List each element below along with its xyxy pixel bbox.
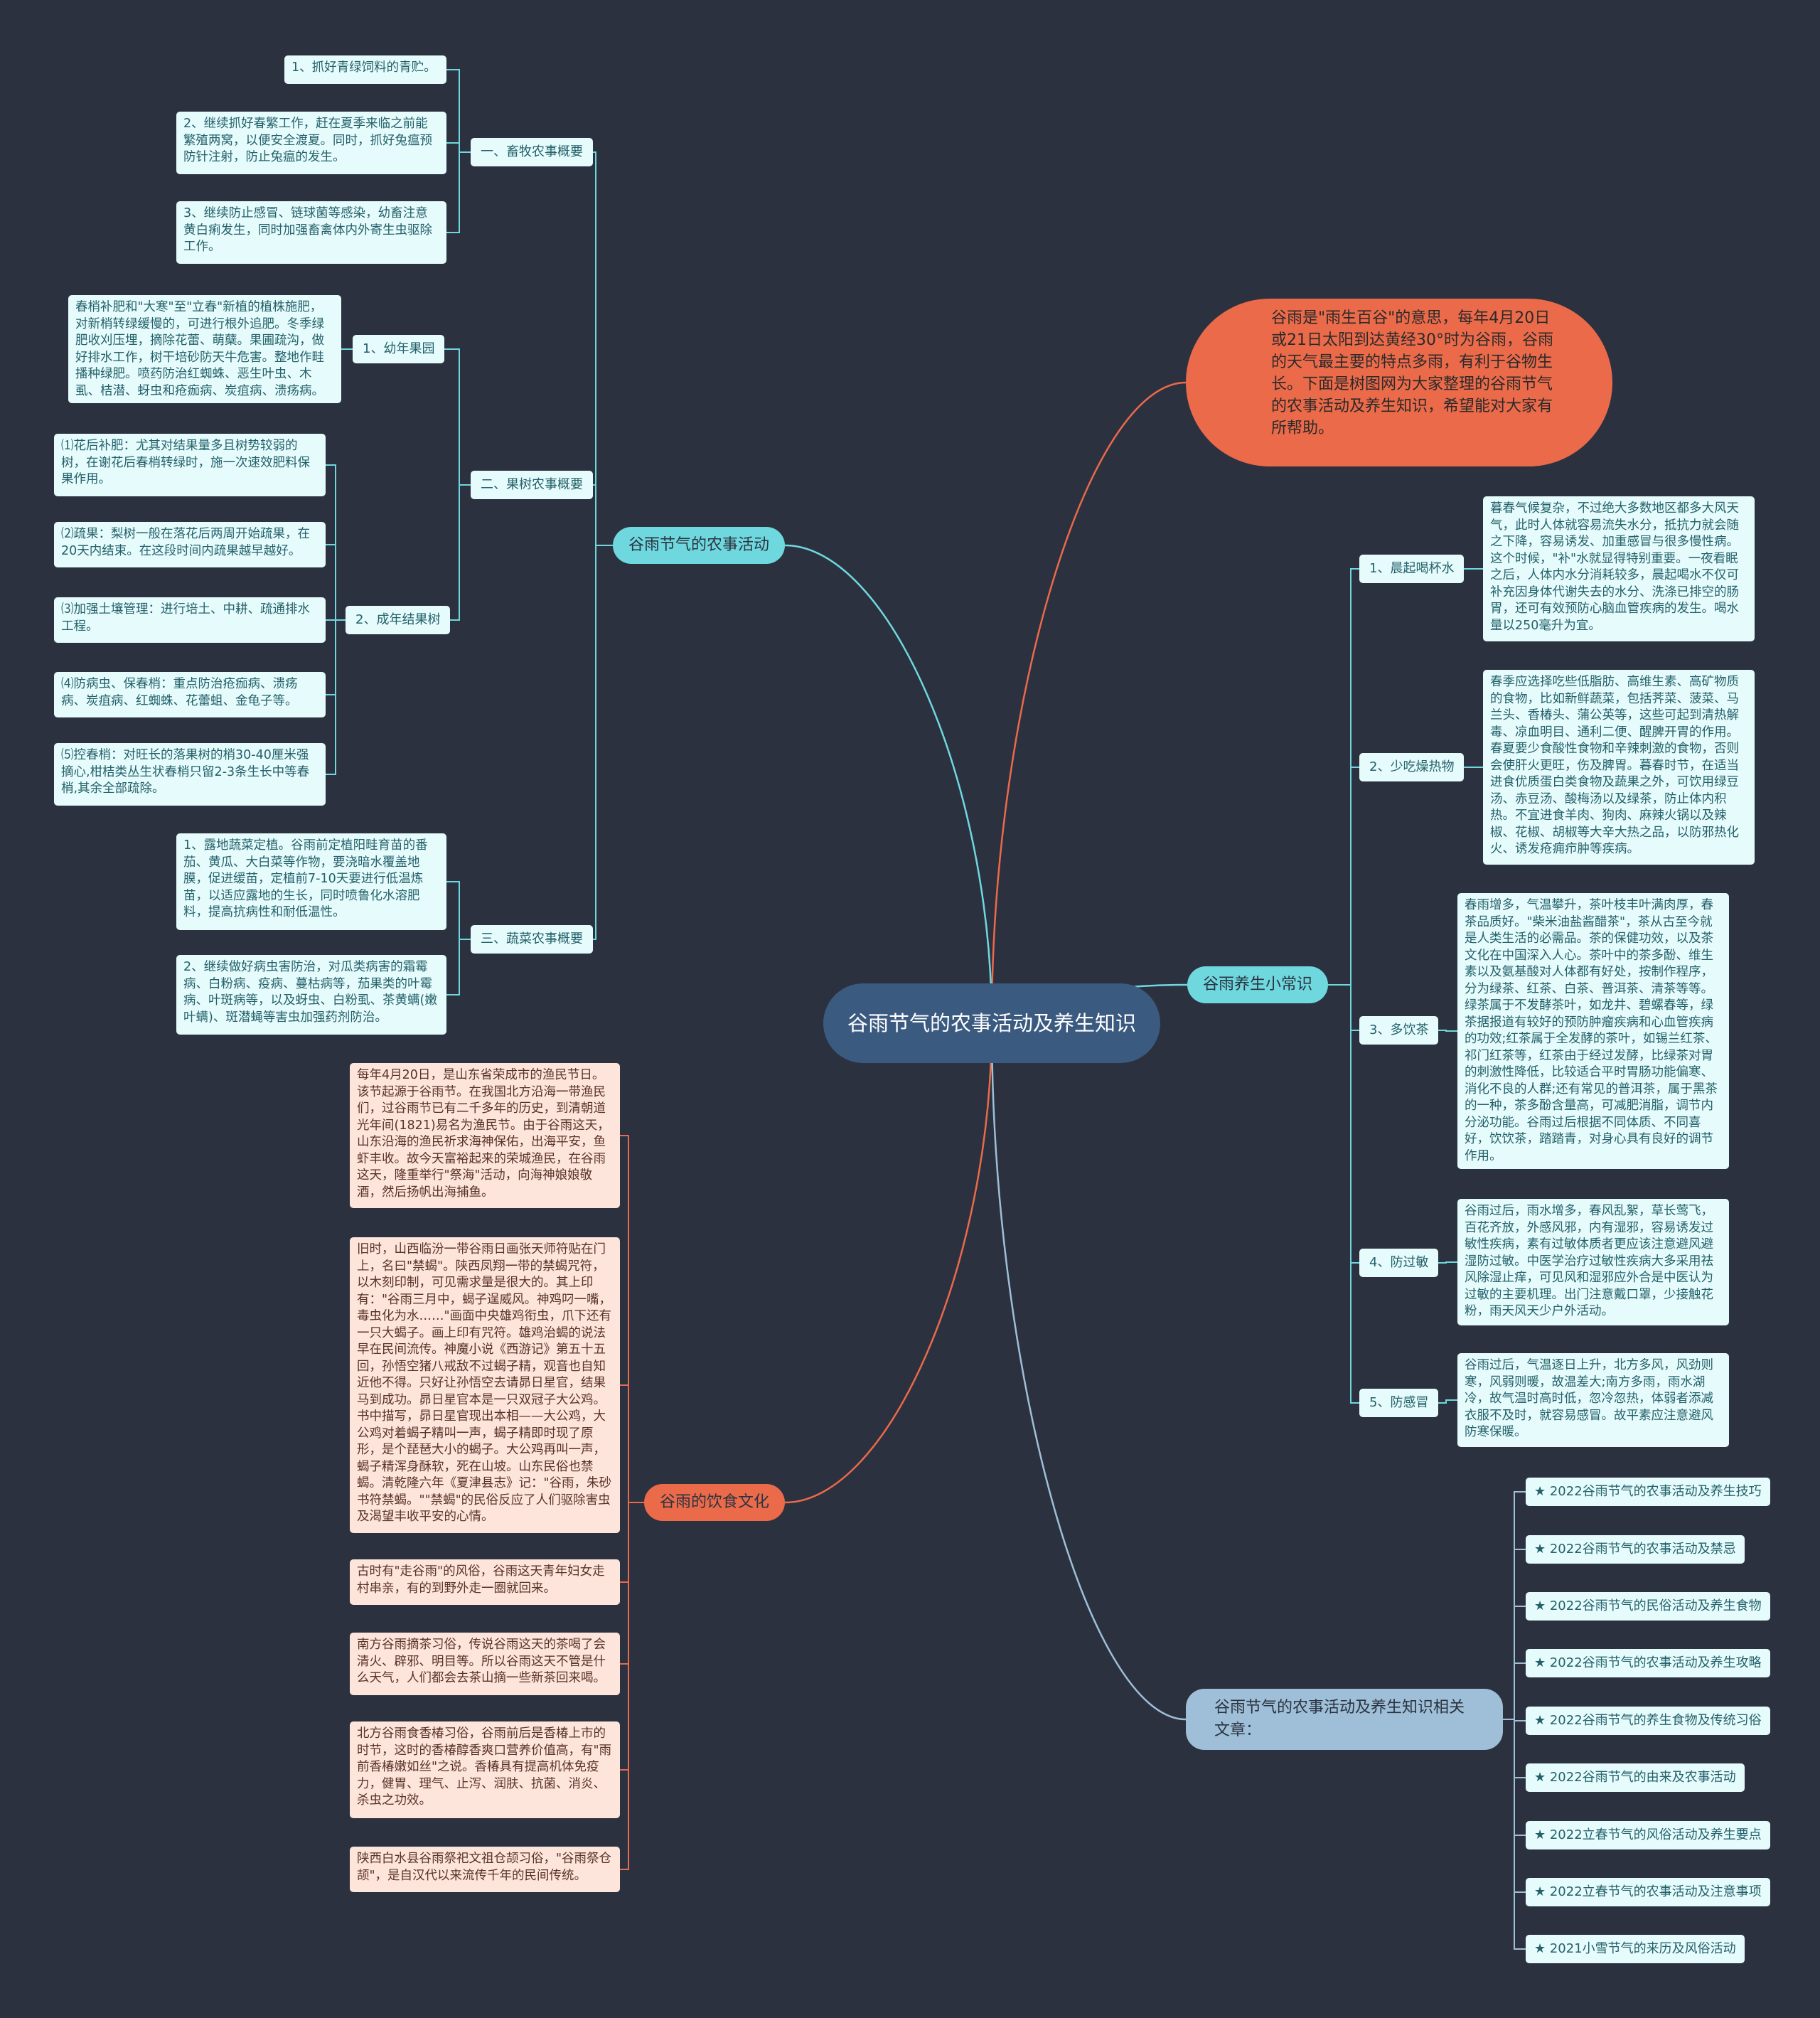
link-farming-1 <box>593 484 613 546</box>
leaf-food-5[interactable]: 北方谷雨食香椿习俗，谷雨前后是香椿上市的时节，这时的香椿醇香爽口营养价值高，有"… <box>350 1721 620 1818</box>
leaf-health-food[interactable]: 春季应选择吃些低脂肪、高维生素、高矿物质的食物，比如新鲜蔬菜，包括荠菜、菠菜、马… <box>1483 670 1755 865</box>
leaf-food-4[interactable]: 南方谷雨摘茶习俗，传说谷雨这天的茶喝了会清火、辟邪、明目等。所以谷雨这天不管是什… <box>350 1633 620 1695</box>
leaf-vegetable-1[interactable]: 1、露地蔬菜定植。谷雨前定植阳畦育苗的番茄、黄瓜、大白菜等作物，要浇暗水覆盖地膜… <box>176 833 446 930</box>
branch-health[interactable]: 谷雨养生小常识 <box>1187 966 1329 1003</box>
link-food-4 <box>620 1502 644 1771</box>
leaf-livestock-3[interactable]: 3、继续防止感冒、链球菌等感染，幼畜注意黄白痢发生，同时加强畜禽体内外寄生虫驱除… <box>176 201 446 264</box>
branch-farming[interactable]: 谷雨节气的农事活动 <box>613 527 786 564</box>
leaf-food-6[interactable]: 陕西白水县谷雨祭祀文祖仓颉习俗，"谷雨祭仓颉"，是自汉代以来流传千年的民间传统。 <box>350 1847 620 1892</box>
sub-orchard[interactable]: 二、果树农事概要 <box>471 471 593 499</box>
link-food-0 <box>620 1135 644 1503</box>
link-root-food <box>784 1023 993 1504</box>
article-link-9[interactable]: ★ 2021小雪节气的来历及风俗活动 <box>1526 1935 1745 1963</box>
link-food-1 <box>620 1384 644 1503</box>
article-link-3[interactable]: ★ 2022谷雨节气的民俗活动及养生食物 <box>1526 1592 1770 1621</box>
leaf-health-tea[interactable]: 春雨增多，气温攀升，茶叶枝丰叶满肉厚，春茶品质好。"柴米油盐酱醋茶"，茶从古至今… <box>1457 893 1729 1169</box>
link-related-3 <box>1503 1662 1526 1720</box>
link-mature-1 <box>326 544 346 621</box>
sub-orchard-young[interactable]: 1、幼年果园 <box>353 335 445 363</box>
link-food-5 <box>620 1502 644 1870</box>
branch-food[interactable]: 谷雨的饮食文化 <box>644 1484 786 1521</box>
leaf-food-1[interactable]: 每年4月20日，是山东省荣成市的渔民节日。该节起源于谷雨节。在我国北方沿海一带渔… <box>350 1063 620 1208</box>
leaf-food-3[interactable]: 古时有"走谷雨"的风俗，谷雨这天青年妇女走村串亲，有的到野外走一圈就回来。 <box>350 1559 620 1605</box>
link-livestock-0 <box>446 69 471 153</box>
link-root-farming <box>784 544 993 1024</box>
leaf-mature-1[interactable]: ⑴花后补肥：尤其对结果量多且树势较弱的树，在谢花后春梢转绿时，施一次速效肥料保果… <box>54 434 326 496</box>
link-vegetable-0 <box>446 881 471 940</box>
link-health-2 <box>1328 984 1359 1031</box>
leaf-health-water[interactable]: 暮春气候复杂，不过绝大多数地区都多大风天气，此时人体就容易流失水分，抵抗力就会随… <box>1483 496 1755 641</box>
sub-health-allergy[interactable]: 4、防过敏 <box>1359 1249 1439 1277</box>
link-orchard-1 <box>450 484 471 621</box>
link-health-3 <box>1328 984 1359 1264</box>
article-link-1[interactable]: ★ 2022谷雨节气的农事活动及养生技巧 <box>1526 1478 1770 1506</box>
article-link-7[interactable]: ★ 2022立春节气的风俗活动及养生要点 <box>1526 1821 1770 1849</box>
leaf-livestock-2[interactable]: 2、继续抓好春繁工作，赶在夏季来临之前能繁殖两窝，以便安全渡夏。同时，抓好兔瘟预… <box>176 112 446 174</box>
link-farming-2 <box>593 545 613 940</box>
sub-orchard-mature[interactable]: 2、成年结果树 <box>346 606 451 634</box>
link-vegetable-1 <box>446 939 471 995</box>
link-food-2 <box>620 1502 644 1583</box>
sub-vegetable[interactable]: 三、蔬菜农事概要 <box>471 925 593 954</box>
link-health-1 <box>1328 767 1359 986</box>
sub-health-tea[interactable]: 3、多饮茶 <box>1359 1016 1439 1045</box>
leaf-mature-4[interactable]: ⑷防病虫、保春梢：重点防治疮痂病、溃疡病、炭疽病、红蜘蛛、花蕾蛆、金龟子等。 <box>54 672 326 717</box>
leaf-food-2[interactable]: 旧时，山西临汾一带谷雨日画张天师符贴在门上，名曰"禁蝎"。陕西凤翔一带的禁蝎咒符… <box>350 1237 620 1533</box>
leaf-mature-5[interactable]: ⑸控春梢：对旺长的落果树的梢30-40厘米强摘心,柑桔类丛生状春梢只留2-3条生… <box>54 743 326 806</box>
sub-health-cold[interactable]: 5、防感冒 <box>1359 1389 1439 1417</box>
link-root-intro <box>990 381 1187 1024</box>
link-orchard-0 <box>444 348 471 486</box>
leaf-mature-3[interactable]: ⑶加强土壤管理：进行培土、中耕、疏通排水工程。 <box>54 597 326 643</box>
sub-livestock[interactable]: 一、畜牧农事概要 <box>471 138 593 166</box>
leaf-orchard-young[interactable]: 春梢补肥和"大寒"至"立春"新植的植株施肥，对新梢转绿缓慢的，可进行根外追肥。冬… <box>68 295 341 403</box>
sub-health-food[interactable]: 2、少吃燥热物 <box>1359 753 1465 781</box>
link-livestock-1 <box>446 142 471 153</box>
leaf-vegetable-2[interactable]: 2、继续做好病虫害防治，对瓜类病害的霜霉病、白粉病、疫病、蔓枯病等，茄果类的叶霉… <box>176 955 446 1035</box>
leaf-mature-2[interactable]: ⑵疏果：梨树一般在落花后两周开始疏果，在20天内结束。在这段时间内疏果越早越好。 <box>54 522 326 567</box>
leaf-health-allergy[interactable]: 谷雨过后，雨水增多，春风乱絮，草长莺飞，百花齐放，外感风邪，内有湿邪，容易诱发过… <box>1457 1199 1729 1325</box>
sub-health-water[interactable]: 1、晨起喝杯水 <box>1359 555 1465 583</box>
article-link-2[interactable]: ★ 2022谷雨节气的农事活动及禁忌 <box>1526 1535 1745 1564</box>
link-health-0 <box>1328 568 1359 986</box>
link-livestock-2 <box>446 151 471 233</box>
link-tea-0 <box>1438 1030 1457 1032</box>
article-link-5[interactable]: ★ 2022谷雨节气的养生食物及传统习俗 <box>1526 1707 1770 1735</box>
link-related-8 <box>1503 1719 1526 1950</box>
root-node[interactable]: 谷雨节气的农事活动及养生知识 <box>823 983 1160 1063</box>
intro-node[interactable]: 谷雨是"雨生百谷"的意思，每年4月20日或21日太阳到达黄经30°时为谷雨，谷雨… <box>1186 299 1612 466</box>
article-link-8[interactable]: ★ 2022立春节气的农事活动及注意事项 <box>1526 1878 1770 1906</box>
link-root-related <box>990 1023 1187 1721</box>
leaf-health-cold[interactable]: 谷雨过后，气温逐日上升，北方多风，风劲则寒，风弱则暖，故温差大;南方多雨，雨水湖… <box>1457 1353 1729 1447</box>
link-allergy-0 <box>1438 1261 1457 1264</box>
link-food-3 <box>620 1502 644 1665</box>
leaf-livestock-1[interactable]: 1、抓好青绿饲料的青贮。 <box>284 55 446 84</box>
link-health-4 <box>1328 984 1359 1404</box>
link-cold-0 <box>1438 1399 1457 1404</box>
article-link-4[interactable]: ★ 2022谷雨节气的农事活动及养生攻略 <box>1526 1649 1770 1677</box>
article-link-6[interactable]: ★ 2022谷雨节气的由来及农事活动 <box>1526 1763 1745 1792</box>
link-mature-4 <box>326 619 346 775</box>
branch-related[interactable]: 谷雨节气的农事活动及养生知识相关文章： <box>1186 1689 1503 1750</box>
